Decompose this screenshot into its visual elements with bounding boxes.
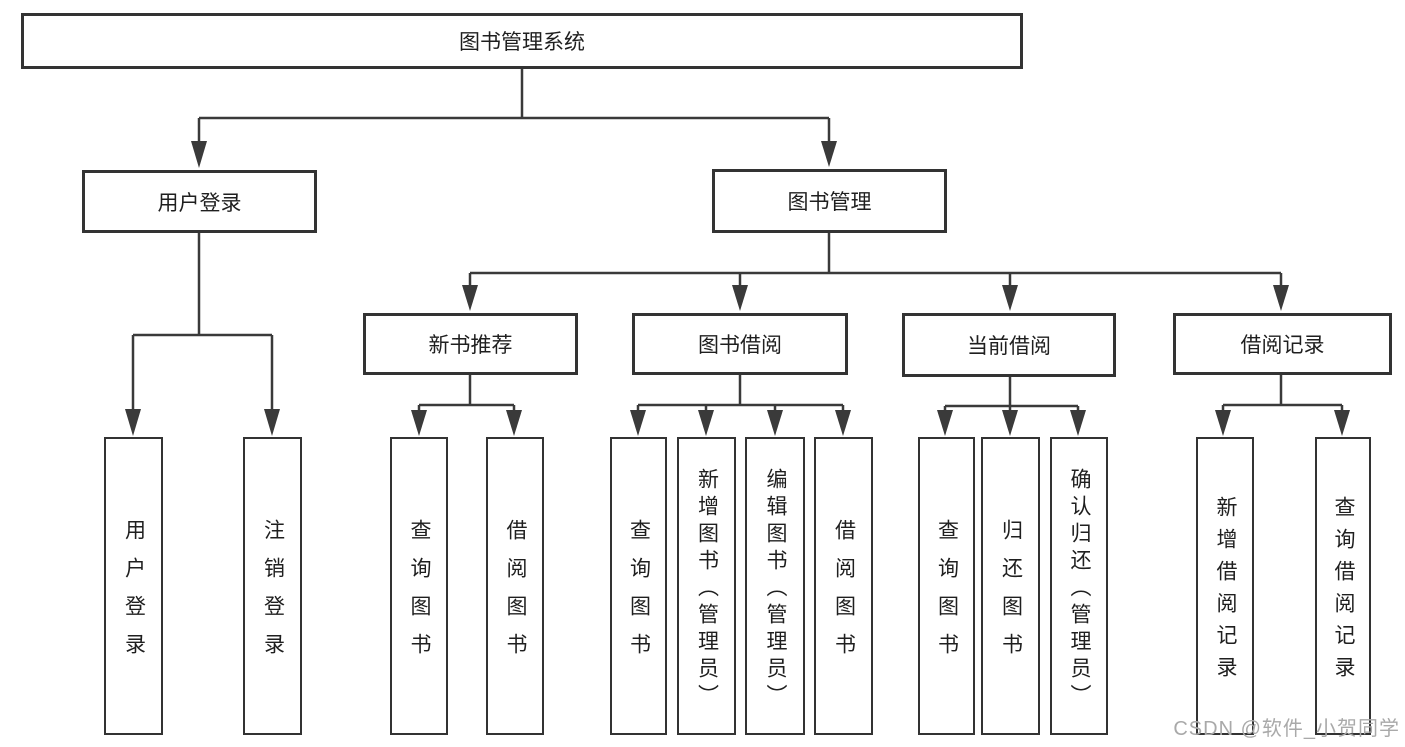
node-new-book-recommend: 新书推荐	[363, 313, 578, 375]
leaf-add-book-admin: 新增图书（管理员）	[677, 437, 736, 735]
connector-book-borrow-children	[636, 375, 845, 412]
leaf-query-books-borrow: 查询图书	[610, 437, 667, 735]
leaf-user-login: 用户登录	[104, 437, 163, 735]
node-label: 新书推荐	[428, 334, 513, 357]
node-book-borrow: 图书借阅	[632, 313, 848, 375]
node-label: 查询图书	[935, 518, 959, 671]
connector-user-login-children	[131, 233, 274, 411]
node-system-root: 图书管理系统	[21, 13, 1023, 69]
node-label: 编辑图书（管理员）	[764, 467, 787, 711]
connector-book-mgmt-children	[468, 233, 1283, 287]
node-label: 归还图书	[999, 518, 1023, 671]
leaf-borrow-book: 借阅图书	[814, 437, 873, 735]
node-user-login: 用户登录	[82, 170, 317, 233]
node-label: 当前借阅	[967, 335, 1051, 358]
node-label: 用户登录	[157, 191, 242, 215]
leaf-query-books-recommend: 查询图书	[390, 437, 448, 735]
node-label: 查询图书	[408, 518, 431, 671]
leaf-query-borrow-record: 查询借阅记录	[1315, 437, 1371, 735]
leaf-confirm-return-admin: 确认归还（管理员）	[1050, 437, 1108, 735]
node-label: 图书管理	[787, 191, 872, 214]
node-label: 图书管理系统	[459, 31, 585, 54]
node-label: 查询图书	[627, 518, 651, 671]
node-label: 用户登录	[122, 518, 146, 671]
node-label: 新增图书（管理员）	[695, 467, 719, 711]
leaf-logout: 注销登录	[243, 437, 302, 735]
connector-current-borrow-children	[943, 377, 1080, 412]
node-borrow-records: 借阅记录	[1173, 313, 1392, 375]
leaf-add-borrow-record: 新增借阅记录	[1196, 437, 1254, 735]
node-label: 确认归还（管理员）	[1068, 467, 1091, 711]
leaf-edit-book-admin: 编辑图书（管理员）	[745, 437, 805, 735]
connector-borrow-records-children	[1221, 375, 1344, 412]
connector-new-book-children	[417, 375, 516, 412]
node-label: 注销登录	[261, 518, 285, 671]
connector-root-to-level2	[197, 69, 831, 143]
csdn-watermark: CSDN @软件_小贺同学	[1173, 718, 1400, 740]
node-book-management: 图书管理	[712, 169, 947, 233]
node-label: 借阅图书	[832, 518, 856, 671]
node-label: 新增借阅记录	[1214, 495, 1237, 688]
node-label: 图书借阅	[698, 334, 782, 357]
node-label: 借阅图书	[504, 518, 527, 671]
node-current-borrow: 当前借阅	[902, 313, 1116, 377]
leaf-borrow-books-recommend: 借阅图书	[486, 437, 544, 735]
node-label: 查询借阅记录	[1332, 495, 1355, 688]
leaf-return-book: 归还图书	[981, 437, 1040, 735]
arrowheads	[125, 141, 1350, 436]
leaf-query-books-current: 查询图书	[918, 437, 975, 735]
node-label: 借阅记录	[1240, 334, 1325, 357]
